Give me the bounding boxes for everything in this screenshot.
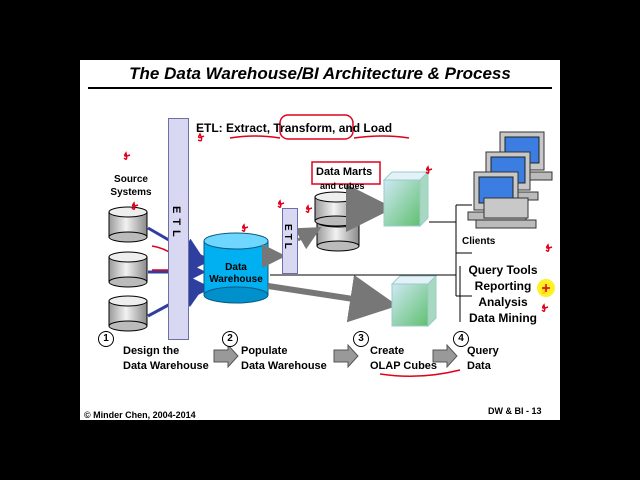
source-systems-label: Source Systems — [108, 173, 154, 199]
title-rule — [88, 87, 552, 89]
slide: The Data Warehouse/BI Architecture & Pro… — [80, 60, 560, 420]
step-2-line-1: Populate — [241, 345, 288, 357]
step-2-label: Populate Data Warehouse — [241, 344, 327, 374]
etl-bar-main-label: ETL — [170, 206, 182, 242]
source-cylinder-1 — [108, 206, 148, 243]
etl-extract: Extract, — [226, 121, 271, 135]
step-3-line-1: Create — [370, 345, 405, 357]
bi-tool-query-tools: Query Tools — [468, 263, 538, 277]
step-1-label: Design the Data Warehouse — [123, 344, 209, 374]
step-2-line-2: Data Warehouse — [241, 360, 327, 372]
bi-tool-data-mining: Data Mining — [469, 311, 537, 325]
footer-page-number: DW & BI - 13 — [488, 406, 542, 416]
cubes-label: and cubes — [320, 181, 365, 191]
source-cylinder-3 — [108, 295, 148, 332]
step-2-number: 2 — [222, 331, 238, 347]
step-4-number: 4 — [453, 331, 469, 347]
bi-tool-reporting: Reporting — [474, 279, 532, 293]
diagram-graphics — [108, 114, 555, 377]
etl-and-load: and Load — [338, 121, 393, 135]
step-3-line-2: OLAP Cubes — [370, 360, 438, 372]
client-computer-4 — [475, 197, 537, 229]
olap-cube-1 — [382, 170, 430, 228]
source-systems-line-1: Source — [114, 174, 148, 185]
etl-transform: Transform, — [273, 121, 336, 135]
warehouse-label-line-2: Warehouse — [209, 274, 263, 285]
data-mart-cylinder-upper — [314, 191, 358, 227]
etl-heading: ETL: Extract, Transform, and Load — [196, 121, 392, 135]
olap-cube-2 — [390, 274, 438, 328]
step-3-label: Create OLAP Cubes — [370, 344, 437, 374]
step-arrow-3 — [432, 343, 458, 369]
step-3-number: 3 — [353, 331, 369, 347]
warehouse-label-line-1: Data — [225, 262, 247, 273]
etl-bar-secondary — [282, 208, 298, 274]
warehouse-label: Data Warehouse — [208, 262, 264, 286]
step-4-line-1: Query — [467, 345, 499, 357]
step-4-line-2: Data — [467, 360, 491, 372]
etl-bar-main — [168, 118, 189, 340]
step-arrow-2 — [333, 343, 359, 369]
footer-copyright: © Minder Chen, 2004-2014 — [84, 410, 196, 420]
bi-tools-list: Query Tools Reporting Analysis Data Mini… — [460, 262, 546, 326]
etl-bar-secondary-label: ETL — [282, 224, 293, 252]
source-cylinder-2 — [108, 251, 148, 288]
source-systems-line-2: Systems — [110, 187, 152, 198]
step-arrow-1 — [213, 343, 239, 369]
step-4-label: Query Data — [467, 344, 499, 374]
etl-prefix: ETL: — [196, 121, 226, 135]
step-1-number: 1 — [98, 331, 114, 347]
clients-label: Clients — [462, 236, 496, 247]
step-1-line-1: Design the — [123, 345, 180, 357]
data-marts-label: Data Marts — [316, 166, 373, 178]
warehouse-cylinder — [203, 232, 269, 304]
bi-tool-analysis: Analysis — [478, 295, 528, 309]
step-1-line-2: Data Warehouse — [123, 360, 209, 372]
slide-title: The Data Warehouse/BI Architecture & Pro… — [129, 64, 511, 83]
